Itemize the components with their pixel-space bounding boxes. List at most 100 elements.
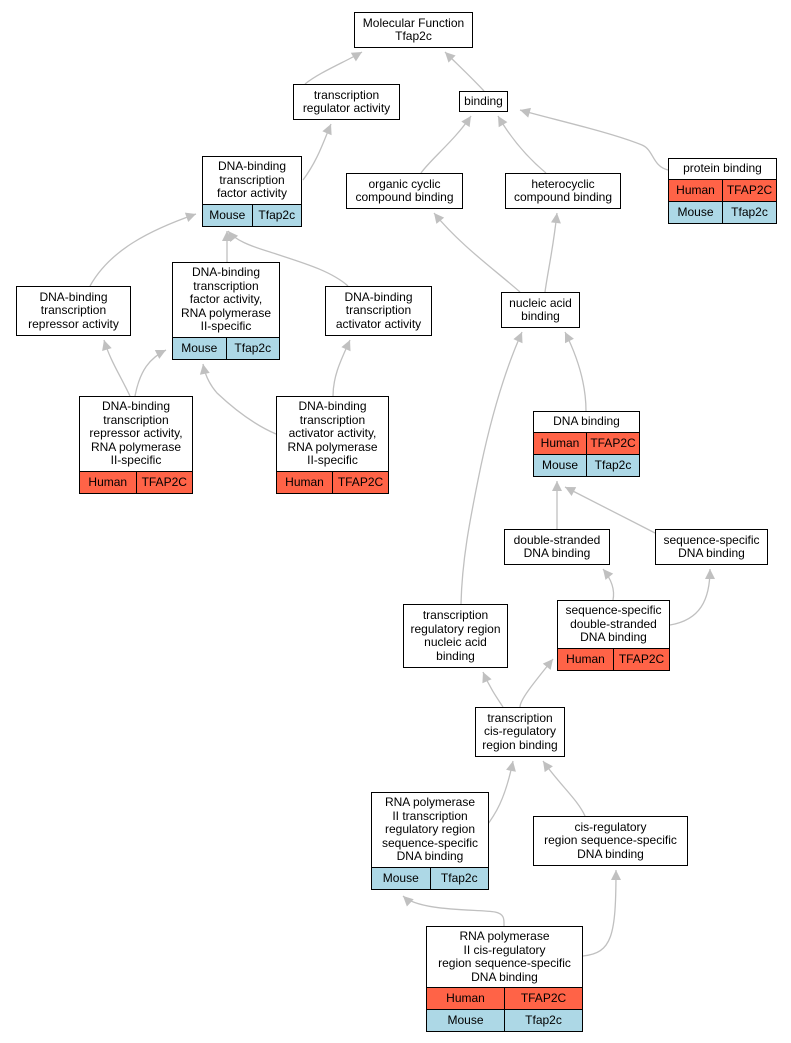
edge-arrowhead <box>482 672 492 684</box>
species-row-mouse: Mouse Tfap2c <box>203 204 301 226</box>
node-transcription-cis-regulatory-region-binding[interactable]: transcription cis-regulatory region bind… <box>475 707 565 757</box>
gene-symbol: TFAP2C <box>613 649 669 670</box>
node-title: binding <box>464 93 503 108</box>
edge-line <box>484 760 514 829</box>
node-sequence-specific-double-stranded-dna-binding[interactable]: sequence-specific double-stranded DNA bi… <box>557 600 670 671</box>
node-heterocyclic-compound-binding[interactable]: heterocyclic compound binding <box>505 173 621 209</box>
edge-arrowhead <box>611 870 621 880</box>
node-title: Molecular Function Tfap2c <box>362 15 465 43</box>
species-row-mouse: Mouse Tfap2c <box>173 337 279 359</box>
node-dna-binding-transcription-factor-activity-rnap2[interactable]: DNA-binding transcription factor activit… <box>172 262 280 360</box>
species-row-mouse: Mouse Tfap2c <box>427 1009 582 1031</box>
node-transcription-regulatory-region-nucleic-acid-binding[interactable]: transcription regulatory region nucleic … <box>403 604 508 668</box>
node-title: DNA-binding transcription factor activit… <box>180 265 272 334</box>
gene-symbol: Tfap2c <box>504 1010 582 1031</box>
edge-arrowhead <box>434 213 445 224</box>
node-title: transcription regulator activity <box>302 87 391 115</box>
node-dna-binding-transcription-repressor-activity[interactable]: DNA-binding transcription repressor acti… <box>16 286 131 336</box>
node-title: transcription regulatory region nucleic … <box>410 608 501 663</box>
node-title: DNA-binding transcription repressor acti… <box>89 399 183 468</box>
edge-arrowhead <box>341 340 351 352</box>
edge-arrowhead <box>705 569 715 579</box>
species-label: Human <box>566 651 605 666</box>
node-title: cis-regulatory region sequence-specific … <box>544 819 677 861</box>
node-nucleic-acid-binding[interactable]: nucleic acid binding <box>501 292 580 328</box>
species-label: Human <box>285 474 324 489</box>
gene-symbol: TFAP2C <box>332 472 388 493</box>
gene-symbol: TFAP2C <box>722 180 776 201</box>
node-title: nucleic acid binding <box>509 295 572 323</box>
edge-arrowhead <box>552 481 562 491</box>
edge-arrowhead <box>603 569 614 580</box>
edge-line <box>519 109 669 171</box>
edge-line <box>564 331 587 412</box>
species-label: Human <box>88 474 128 489</box>
gene-symbol: Tfap2c <box>429 868 489 889</box>
edge-arrowhead <box>551 213 561 224</box>
node-dna-binding-transcription-activator-activity-rnap2[interactable]: DNA-binding transcription activator acti… <box>276 396 389 494</box>
edge-line <box>227 230 349 287</box>
species-label: Human <box>676 182 715 197</box>
node-title: protein binding <box>683 161 762 176</box>
node-dna-binding-transcription-repressor-activity-rnap2[interactable]: DNA-binding transcription repressor acti… <box>79 396 193 494</box>
node-title: DNA binding <box>553 414 620 429</box>
node-title: RNA polymerase II cis-regulatory region … <box>438 929 571 984</box>
edge-arrowhead <box>565 487 577 496</box>
edge-line <box>134 349 167 397</box>
gene-symbol: TFAP2C <box>135 472 193 493</box>
edge-arrowhead <box>445 52 456 63</box>
edge-arrowhead <box>542 659 553 670</box>
node-title: DNA-binding transcription activator acti… <box>335 289 422 331</box>
edge-arrowhead <box>322 124 332 136</box>
edge-arrowhead <box>461 116 471 128</box>
species-label: Human <box>446 990 485 1005</box>
species-label: Mouse <box>541 457 579 472</box>
node-dna-binding-transcription-activator-activity[interactable]: DNA-binding transcription activator acti… <box>325 286 432 336</box>
node-title: RNA polymerase II transcription regulato… <box>381 795 479 864</box>
gene-symbol: Tfap2c <box>225 338 280 359</box>
edge-line <box>497 115 547 174</box>
edge-arrowhead <box>403 896 414 907</box>
species-row-mouse: Mouse Tfap2c <box>372 867 488 889</box>
species-row-human: Human TFAP2C <box>669 179 776 201</box>
edge-line <box>582 869 617 957</box>
node-rna-polymerase-ii-cis-regulatory-region-binding[interactable]: RNA polymerase II cis-regulatory region … <box>426 926 583 1032</box>
species-row-human: Human TFAP2C <box>558 648 669 670</box>
node-molecular-function[interactable]: Molecular Function Tfap2c <box>354 12 473 48</box>
node-title: DNA-binding transcription activator acti… <box>287 399 378 468</box>
species-row-human: Human TFAP2C <box>80 471 192 493</box>
node-rna-polymerase-ii-transcription-regulatory-region-binding[interactable]: RNA polymerase II transcription regulato… <box>371 792 489 890</box>
node-dna-binding-transcription-factor-activity[interactable]: DNA-binding transcription factor activit… <box>202 156 302 227</box>
edge-arrowhead <box>199 364 210 375</box>
edge-line <box>564 486 656 534</box>
node-double-stranded-dna-binding[interactable]: double-stranded DNA binding <box>504 529 610 565</box>
edge-arrowhead <box>184 212 196 222</box>
edge-line <box>544 212 558 293</box>
node-sequence-specific-dna-binding[interactable]: sequence-specific DNA binding <box>655 529 768 565</box>
node-binding[interactable]: binding <box>459 91 508 112</box>
gene-symbol: TFAP2C <box>586 433 639 454</box>
gene-symbol: Tfap2c <box>722 202 776 223</box>
node-cis-regulatory-region-sequence-specific-dna-binding[interactable]: cis-regulatory region sequence-specific … <box>533 816 688 866</box>
edge-arrowhead <box>350 52 362 62</box>
edge-line <box>202 363 277 435</box>
edge-line <box>89 213 197 287</box>
species-label: Mouse <box>181 340 218 355</box>
species-label: Mouse <box>382 870 419 885</box>
edge-arrowhead <box>565 332 574 344</box>
edge-line <box>542 760 586 817</box>
species-label: Mouse <box>209 207 246 222</box>
gene-symbol: Tfap2c <box>251 205 302 226</box>
node-transcription-regulator-activity[interactable]: transcription regulator activity <box>293 84 400 120</box>
node-organic-cyclic-compound-binding[interactable]: organic cyclic compound binding <box>346 173 463 209</box>
species-label: Mouse <box>447 1012 484 1027</box>
edge-arrowhead <box>513 332 523 344</box>
edge-arrowhead <box>228 231 239 242</box>
edge-line <box>460 331 523 605</box>
